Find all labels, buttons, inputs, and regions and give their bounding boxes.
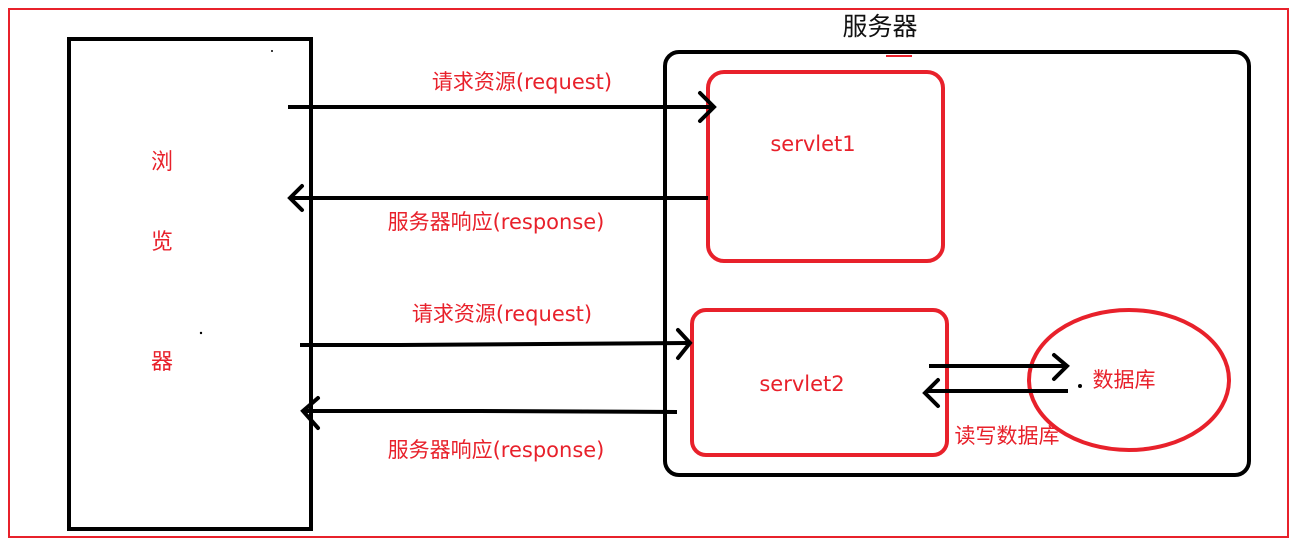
request2-arrow-line	[300, 341, 689, 347]
stray-dot	[271, 50, 273, 52]
outer-frame	[8, 8, 1289, 538]
database-dot	[1078, 384, 1082, 388]
database-ellipse	[1027, 308, 1231, 452]
response1-arrow-head	[287, 184, 304, 212]
browser-label-char-2: 览	[151, 230, 173, 255]
response1-label: 服务器响应(response)	[388, 210, 605, 234]
response2-arrow-line	[304, 409, 678, 414]
server-title: 服务器	[842, 12, 917, 41]
browser-box	[67, 37, 313, 531]
stray-dot	[199, 331, 203, 335]
server-box	[663, 50, 1251, 477]
db-read-arrow-head	[922, 378, 940, 408]
servlet1-label: servlet1	[770, 132, 855, 156]
database-label: 数据库	[1093, 368, 1156, 392]
db-write-arrow-head	[1052, 353, 1070, 381]
browser-label-char-1: 浏	[151, 150, 173, 175]
servlet1-box	[706, 70, 945, 263]
request1-label: 请求资源(request)	[432, 70, 612, 94]
servlet2-label: servlet2	[759, 372, 844, 396]
response2-arrow-head	[300, 396, 320, 430]
request2-arrow-head	[676, 328, 693, 360]
request2-label: 请求资源(request)	[412, 302, 592, 326]
response2-label: 服务器响应(response)	[388, 438, 605, 462]
servlet2-box	[690, 308, 949, 457]
request1-arrow-head	[698, 91, 717, 123]
browser-label-char-3: 器	[151, 350, 173, 375]
db-rw-label: 读写数据库	[955, 424, 1060, 448]
